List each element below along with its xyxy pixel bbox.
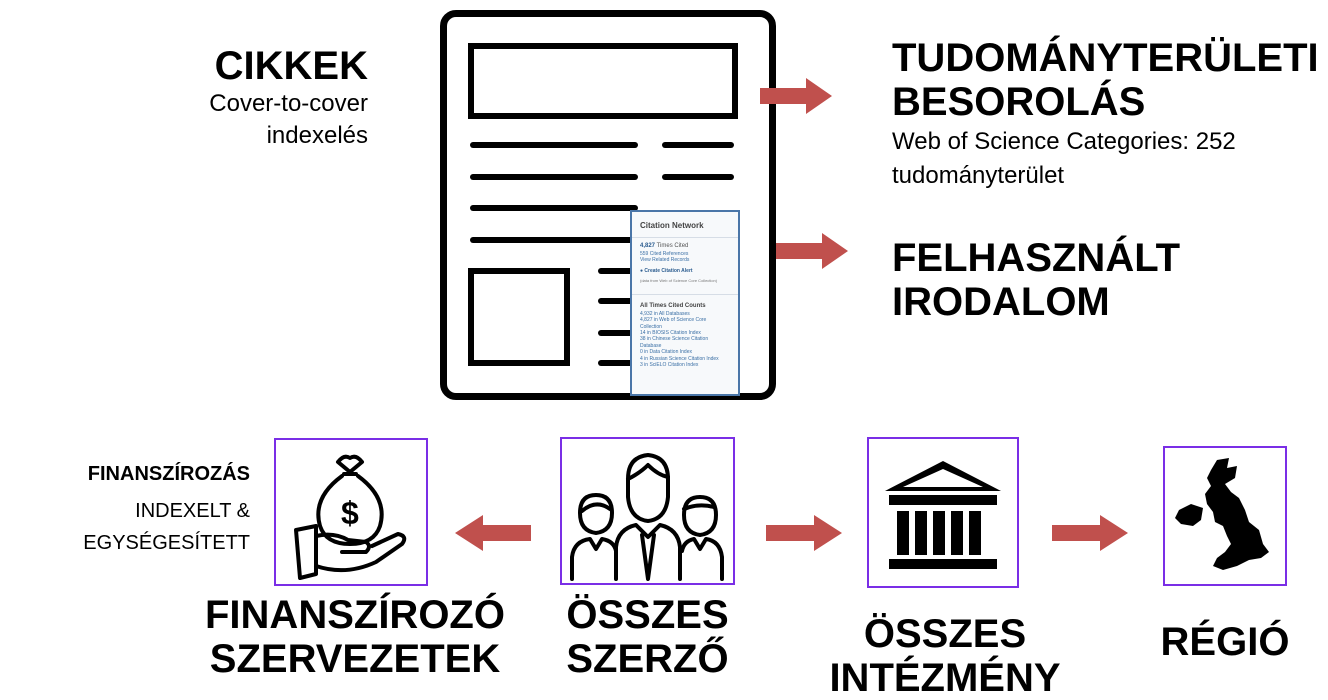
count-line[interactable]: 38 in Chinese Science Citation xyxy=(640,336,709,343)
count-line[interactable]: 3 in SciELO Citation Index xyxy=(640,362,699,369)
uk-map-icon xyxy=(1175,458,1269,570)
document-text-line xyxy=(470,174,638,180)
view-related-link[interactable]: View Related Records xyxy=(640,257,690,264)
institution-building-icon xyxy=(885,461,1001,569)
document-image-box xyxy=(468,268,570,366)
times-cited: 4,827 Times Cited xyxy=(640,242,730,251)
citation-network-panel: Citation Network 4,827 Times Cited 559 C… xyxy=(630,210,740,396)
arrow-right-icon xyxy=(1052,515,1128,551)
create-alert-label: Create Citation Alert xyxy=(644,267,693,274)
count-line[interactable]: 4,932 in All Databases xyxy=(640,310,690,317)
funding-desc-line2: EGYSÉGESÍTETT xyxy=(83,532,250,554)
references-title-line1: FELHASZNÁLT xyxy=(892,236,1181,280)
times-cited-count: 4,827 xyxy=(640,243,656,249)
document-title-box xyxy=(468,43,738,119)
funders-icon-box: $ xyxy=(274,438,428,586)
document-text-line xyxy=(598,330,638,336)
document-text-line xyxy=(470,205,638,211)
funding-title: FINANSZÍROZÁS xyxy=(87,463,250,485)
count-line[interactable]: 0 in Data Citation Index xyxy=(640,349,692,356)
create-citation-alert-link[interactable]: ● Create Citation Alert xyxy=(640,268,730,275)
document-text-line xyxy=(470,237,638,243)
authors-label-line2: SZERZŐ xyxy=(566,637,729,681)
region-icon-box xyxy=(1163,446,1287,586)
all-times-cited-title: All Times Cited Counts xyxy=(640,302,706,309)
arrow-right-icon xyxy=(766,515,842,551)
document-text-line xyxy=(662,142,734,148)
arrow-right-icon xyxy=(760,78,832,114)
people-group-icon xyxy=(570,453,724,581)
institutions-label-line1: ÖSSZES xyxy=(863,612,1027,656)
divider xyxy=(632,293,738,295)
classification-title-line2: BESOROLÁS xyxy=(892,80,1146,124)
document-text-line xyxy=(598,298,638,304)
classification-desc-line2: tudományterület xyxy=(892,162,1065,189)
authors-label-line1: ÖSSZES xyxy=(566,593,729,637)
document-text-line xyxy=(598,360,638,366)
classification-title-line1: TUDOMÁNYTERÜLETI xyxy=(892,36,1319,80)
institutions-label-line2: INTÉZMÉNY xyxy=(829,656,1061,700)
document-text-line xyxy=(598,268,638,274)
count-line[interactable]: Database xyxy=(640,342,662,349)
bell-icon: ● xyxy=(640,267,644,274)
cited-references-link[interactable]: 559 Cited References xyxy=(640,251,689,257)
authors-icon-box xyxy=(560,437,735,585)
articles-title: CIKKEK xyxy=(214,44,368,88)
institutions-icon-box xyxy=(867,437,1019,588)
funders-label-line2: SZERVEZETEK xyxy=(209,637,501,681)
funding-desc-line1: INDEXELT & xyxy=(135,500,250,522)
classification-desc-line1: Web of Science Categories: 252 xyxy=(892,128,1236,155)
arrow-left-icon xyxy=(455,515,531,551)
funders-label-line1: FINANSZÍROZÓ xyxy=(205,593,505,637)
svg-text:$: $ xyxy=(341,495,359,531)
count-line[interactable]: Collection xyxy=(640,323,662,330)
articles-desc-line1: Cover-to-cover xyxy=(209,90,368,117)
citation-panel-title: Citation Network xyxy=(632,212,738,238)
times-cited-label: Times Cited xyxy=(656,243,689,249)
articles-desc-line2: indexelés xyxy=(266,122,368,149)
count-line[interactable]: 4 in Russian Science Citation Index xyxy=(640,355,719,362)
count-line[interactable]: 14 in BIOSIS Citation Index xyxy=(640,330,701,337)
document-text-line xyxy=(662,174,734,180)
arrow-right-icon xyxy=(776,233,848,269)
count-line[interactable]: 4,827 in Web of Science Core xyxy=(640,317,707,324)
citation-data-note: (data from Web of Science Core Collectio… xyxy=(640,277,718,283)
document-text-line xyxy=(470,142,638,148)
money-bag-hand-icon: $ xyxy=(294,454,407,580)
region-label: RÉGIÓ xyxy=(1160,620,1290,664)
references-title-line2: IRODALOM xyxy=(892,280,1110,324)
